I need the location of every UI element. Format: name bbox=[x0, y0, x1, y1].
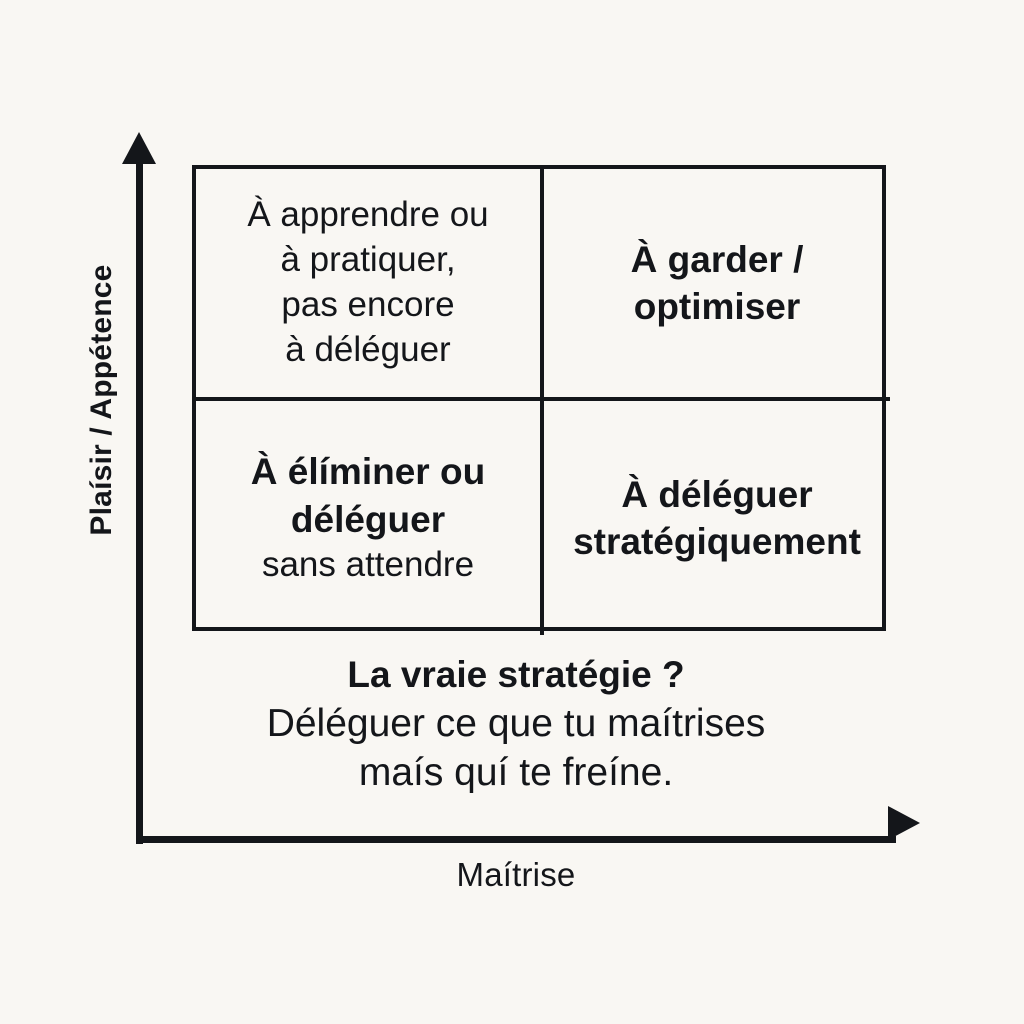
caption-body-line-2: maís quí te freíne. bbox=[358, 751, 674, 795]
quadrant-bottom-left-line-1: À élíminer ou bbox=[250, 451, 486, 493]
quadrant-top-left-line-3: pas encore bbox=[281, 285, 455, 324]
y-axis-label: Plaísir / Appétence bbox=[85, 264, 118, 536]
quadrant-matrix: À apprendre ou à pratiquer, pas encore à… bbox=[192, 165, 890, 635]
x-axis-line bbox=[136, 836, 896, 843]
quadrant-top-right[interactable]: À garder / optimiser bbox=[544, 169, 890, 401]
quadrant-top-right-line-1: À garder / bbox=[630, 238, 804, 280]
arrow-right-icon bbox=[888, 806, 920, 840]
quadrant-top-left-line-1: À apprendre ou bbox=[247, 195, 489, 235]
quadrant-bottom-right-line-1: À déléguer bbox=[621, 473, 813, 515]
quadrant-top-left-line-4: à déléguer bbox=[285, 329, 451, 369]
caption-block: La vraie stratégie ? Déléguer ce que tu … bbox=[136, 652, 896, 798]
quadrant-bottom-right[interactable]: À déléguer stratégiquement bbox=[544, 401, 890, 635]
y-axis-line bbox=[136, 160, 143, 844]
arrow-up-icon bbox=[122, 132, 156, 164]
quadrant-bottom-left-line-3: sans attendre bbox=[261, 544, 475, 584]
x-axis-label: Maítrise bbox=[456, 856, 576, 893]
quadrant-bottom-right-line-2: stratégiquement bbox=[573, 521, 861, 562]
caption-headline: La vraie stratégie ? bbox=[347, 654, 685, 695]
quadrant-bottom-left[interactable]: À élíminer ou déléguer sans attendre bbox=[196, 401, 544, 635]
quadrant-top-right-line-2: optimiser bbox=[633, 286, 801, 327]
caption-body-line-1: Déléguer ce que tu maítrises bbox=[266, 701, 766, 745]
quadrant-bottom-left-line-2: déléguer bbox=[290, 498, 446, 540]
quadrant-top-left-line-2: à pratiquer, bbox=[280, 240, 456, 280]
quadrant-top-left[interactable]: À apprendre ou à pratiquer, pas encore à… bbox=[196, 169, 544, 401]
